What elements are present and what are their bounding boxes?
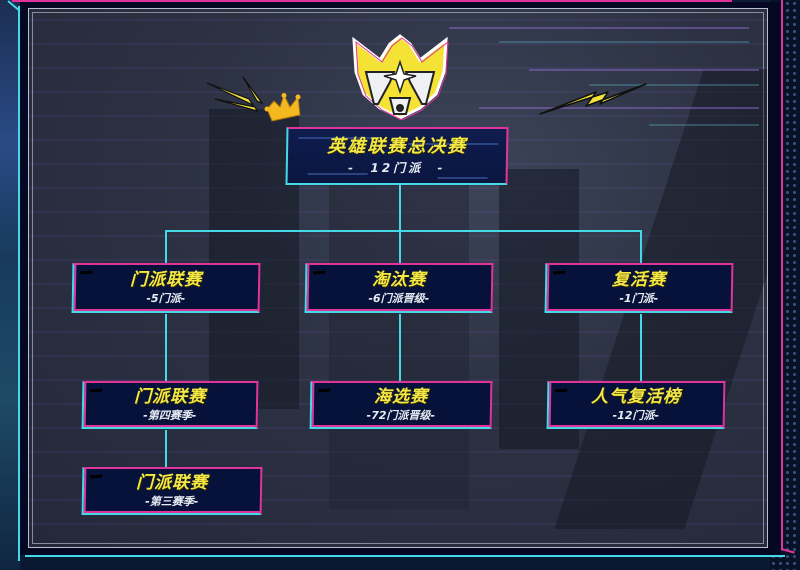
- node-title: 门派联赛: [133, 387, 207, 407]
- node-audition: 海选赛 -72门派晋级-: [309, 381, 493, 429]
- connector-to-right: [640, 230, 642, 264]
- node-popular-revival: 人气复活榜 -12门派-: [546, 381, 726, 429]
- node-subtitle: -6门派晋级-: [368, 292, 430, 305]
- circuit-line: [499, 41, 749, 43]
- bg-building: [209, 109, 299, 409]
- node-elimination: 淘汰赛 -6门派晋级-: [304, 263, 494, 313]
- node-subtitle: -第三赛季-: [145, 495, 199, 508]
- node-subtitle: -5门派-: [146, 292, 186, 305]
- circuit-line: [449, 27, 749, 29]
- node-subtitle: -12门派-: [612, 409, 660, 422]
- connector-to-left: [165, 230, 167, 264]
- connector-middle-l2: [399, 314, 401, 382]
- node-subtitle: -第四赛季-: [143, 409, 197, 422]
- top-pink-border: [12, 0, 732, 2]
- crown-icon: [264, 93, 301, 122]
- node-title: 复活赛: [611, 270, 667, 290]
- root-node-finals: 英雄联赛总决赛 - 12门派 -: [285, 127, 509, 185]
- node-sect-league-s3: 门派联赛 -第三赛季-: [81, 467, 263, 515]
- root-node-subtitle: - 12门派 -: [347, 161, 446, 175]
- connector-right-l2: [640, 314, 642, 382]
- circuit-line: [589, 84, 759, 86]
- burst-rays-icon: [206, 76, 264, 112]
- node-title: 海选赛: [373, 387, 429, 407]
- bottom-cyan-border: [25, 555, 785, 557]
- right-pink-border: [781, 0, 783, 550]
- node-sect-league: 门派联赛 -5门派-: [71, 263, 261, 313]
- node-title: 门派联赛: [129, 270, 203, 290]
- panel-inner-border: [32, 12, 764, 544]
- left-decor-strip: [0, 0, 20, 570]
- left-cyan-border: [18, 6, 20, 561]
- node-title: 淘汰赛: [371, 270, 427, 290]
- node-title: 门派联赛: [135, 473, 209, 493]
- node-subtitle: -72门派晋级-: [366, 409, 436, 422]
- connector-horizontal: [165, 230, 642, 232]
- connector-left-l2: [165, 314, 167, 382]
- circuit-line: [529, 69, 759, 71]
- circuit-line: [649, 124, 759, 126]
- node-sect-league-s4: 门派联赛 -第四赛季-: [81, 381, 259, 429]
- lightning-bolt-icon: [539, 83, 647, 115]
- node-title: 人气复活榜: [590, 387, 682, 407]
- connector-left-l3: [165, 430, 167, 468]
- connector-to-middle: [399, 230, 401, 264]
- connector-root-down: [399, 185, 401, 231]
- node-subtitle: -1门派-: [619, 292, 659, 305]
- winged-mask-emblem-icon: [352, 34, 449, 120]
- root-node-title: 英雄联赛总决赛: [326, 136, 468, 157]
- node-revival: 复活赛 -1门派-: [544, 263, 734, 313]
- circuit-line: [479, 107, 759, 109]
